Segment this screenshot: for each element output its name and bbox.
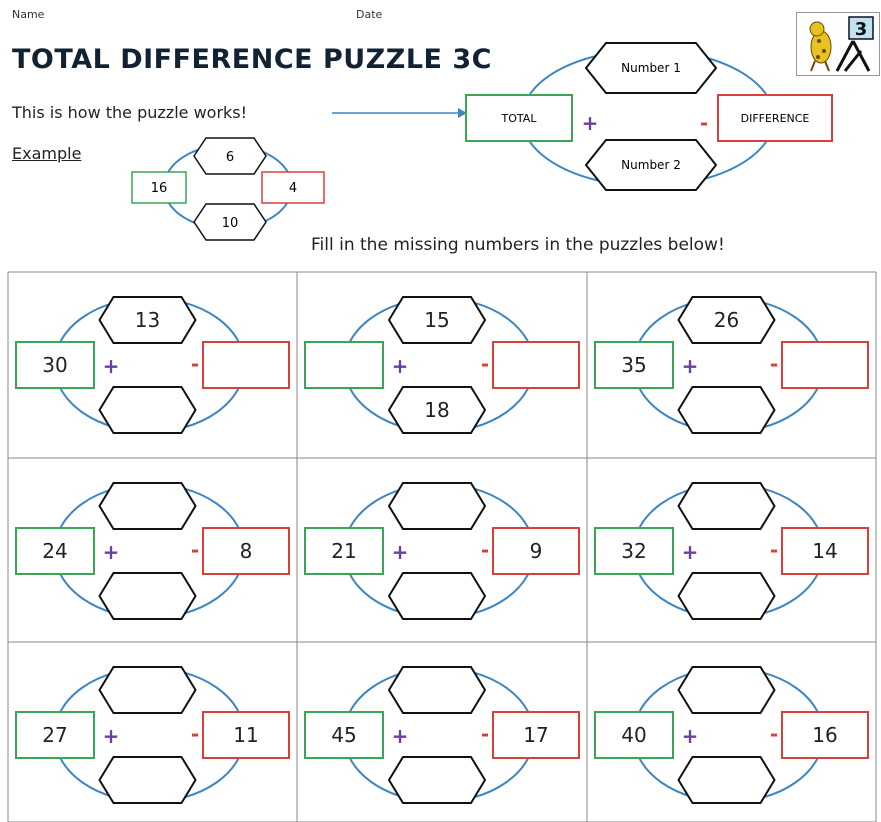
plus-sign: + [682,540,699,564]
number2-hexagon[interactable] [100,387,196,433]
grid-lines [8,272,876,822]
minus-sign: - [770,538,778,562]
number1-value: 15 [424,308,449,332]
total-value: 35 [621,353,646,377]
number1-hexagon[interactable] [679,483,775,529]
puzzle-cell: 15 18 + - [305,297,579,433]
logo-badge: 3 [855,19,868,40]
difference-box[interactable] [782,342,868,388]
puzzle-cell: 40 16 + - [595,667,868,803]
difference-value: 17 [523,723,548,747]
number2-hexagon[interactable] [679,757,775,803]
number2-hexagon[interactable] [679,387,775,433]
number2-value: 18 [424,398,449,422]
instructions: Fill in the missing numbers in the puzzl… [311,235,725,255]
example-top-value: 6 [226,150,234,165]
number1-hexagon[interactable] [100,667,196,713]
difference-value: 11 [233,723,258,747]
difference-box[interactable] [203,342,289,388]
plus-sign: + [103,354,120,378]
legend-difference-label: DIFFERENCE [741,112,810,125]
minus-sign: - [770,722,778,746]
number2-hexagon[interactable] [100,573,196,619]
total-value: 24 [42,539,67,563]
date-label: Date [356,8,382,21]
number1-value: 13 [135,308,160,332]
number1-hexagon[interactable] [100,483,196,529]
number2-hexagon[interactable] [389,573,485,619]
legend-number2: Number 2 [621,158,681,172]
difference-value: 14 [812,539,837,563]
example-label: Example [12,144,81,163]
intro-text: This is how the puzzle works! [12,103,247,122]
total-box[interactable] [305,342,383,388]
difference-value: 16 [812,723,837,747]
plus-sign: + [103,540,120,564]
number1-hexagon[interactable] [679,667,775,713]
plus-sign: + [103,724,120,748]
minus-sign: - [770,352,778,376]
total-value: 45 [331,723,356,747]
plus-sign: + [392,354,409,378]
arrow-icon [330,103,470,123]
minus-sign: - [191,722,199,746]
legend-plus-sign: + [582,111,599,135]
example-diagram: 6 10 16 4 [128,132,328,242]
plus-sign: + [392,724,409,748]
number2-hexagon[interactable] [389,757,485,803]
puzzle-cell: 13 30 + - [16,297,289,433]
minus-sign: - [191,538,199,562]
puzzle-cell: 24 8 + - [16,483,289,619]
page-title: TOTAL DIFFERENCE PUZZLE 3C [12,44,492,75]
example-total-value: 16 [151,181,168,196]
name-label: Name [12,8,44,21]
puzzle-cell: 32 14 + - [595,483,868,619]
difference-box[interactable] [493,342,579,388]
puzzle-grid: 13 30 + - 15 18 + - 26 35 + - 24 8 + - 21 9 + - 32 14 + - 27 11 + -… [0,270,881,822]
number2-hexagon[interactable] [100,757,196,803]
plus-sign: + [392,540,409,564]
minus-sign: - [481,722,489,746]
puzzle-cell: 27 11 + - [16,667,289,803]
difference-value: 8 [240,539,253,563]
number1-hexagon[interactable] [389,483,485,529]
puzzle-cell: 21 9 + - [305,483,579,619]
puzzles: 13 30 + - 15 18 + - 26 35 + - 24 8 + - 21 9 + - 32 14 + - 27 11 + -… [16,297,868,803]
total-value: 32 [621,539,646,563]
total-value: 30 [42,353,67,377]
minus-sign: - [191,352,199,376]
difference-value: 9 [530,539,543,563]
minus-sign: - [481,352,489,376]
legend-number1: Number 1 [621,61,681,75]
legend-diagram: Number 1 Number 2 TOTAL DIFFERENCE + - [462,40,838,200]
puzzle-cell: 45 17 + - [305,667,579,803]
puzzle-cell: 26 35 + - [595,297,868,433]
plus-sign: + [682,724,699,748]
total-value: 21 [331,539,356,563]
legend-total-label: TOTAL [501,112,538,125]
number2-hexagon[interactable] [679,573,775,619]
number1-value: 26 [714,308,739,332]
plus-sign: + [682,354,699,378]
example-difference-value: 4 [289,181,297,196]
total-value: 27 [42,723,67,747]
minus-sign: - [481,538,489,562]
number1-hexagon[interactable] [389,667,485,713]
total-value: 40 [621,723,646,747]
example-bottom-value: 10 [222,216,239,231]
legend-minus-sign: - [700,111,708,135]
